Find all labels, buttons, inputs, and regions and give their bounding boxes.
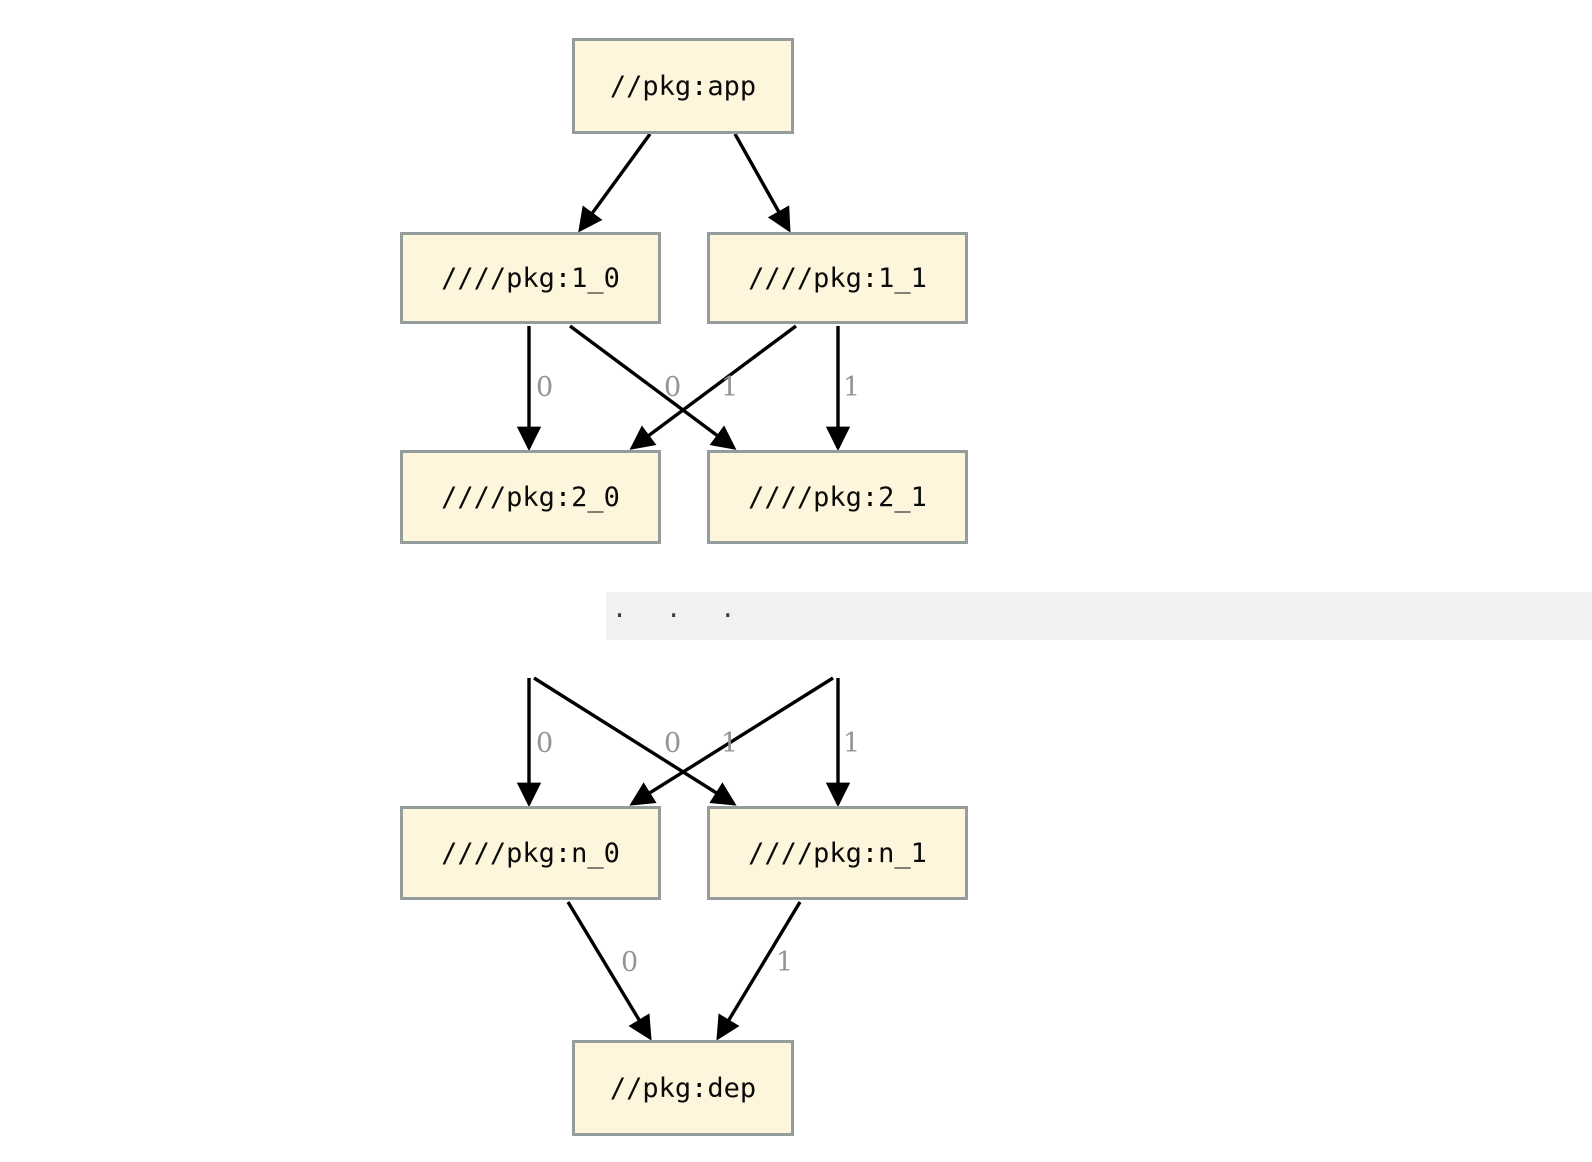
graph-node-n2_1[interactable]: ////pkg:2_1 (707, 450, 968, 544)
graph-node-app[interactable]: //pkg:app (572, 38, 794, 134)
graph-edge-x-to-nn_1 (533, 676, 737, 806)
graph-node-n2_0[interactable]: ////pkg:2_0 (400, 450, 661, 544)
edge-label-nn_1-dep: 1 (776, 947, 794, 978)
edge-label-n1_1-n2_1: 1 (843, 372, 861, 403)
edge-label-n1_0-n2_0: 0 (536, 372, 554, 403)
edge-label-x-nn_0: 0 (536, 728, 554, 759)
edge-label-n1_1-n2_0: 0 (664, 372, 682, 403)
graph-edge-nn_1-to-dep (716, 901, 802, 1041)
ellipsis-band: · · · (606, 592, 1592, 640)
edge-label-n1_0-n2_1: 1 (721, 372, 739, 403)
graph-node-n1_1[interactable]: ////pkg:1_1 (707, 232, 968, 324)
graph-edge-nn_0-to-dep (566, 901, 652, 1041)
edge-label-nn_0-dep: 0 (621, 947, 639, 978)
edge-label-x-nn_0: 0 (664, 728, 682, 759)
graph-edge-n1_1-to-n2_0 (629, 324, 798, 450)
ellipsis-dots: · · · (612, 601, 748, 630)
graph-node-n1_0[interactable]: ////pkg:1_0 (400, 232, 661, 324)
graph-edge-x-to-nn_0 (629, 676, 834, 806)
graph-node-nn_1[interactable]: ////pkg:n_1 (707, 806, 968, 900)
edge-label-x-nn_1: 1 (721, 728, 739, 759)
graph-edge-n1_0-to-n2_1 (568, 324, 737, 450)
graph-edge-app-to-n1_1 (733, 133, 791, 233)
graph-node-nn_0[interactable]: ////pkg:n_0 (400, 806, 661, 900)
graph-edge-app-to-n1_0 (578, 132, 652, 233)
graph-node-dep[interactable]: //pkg:dep (572, 1040, 794, 1136)
edge-label-x-nn_1: 1 (843, 728, 861, 759)
